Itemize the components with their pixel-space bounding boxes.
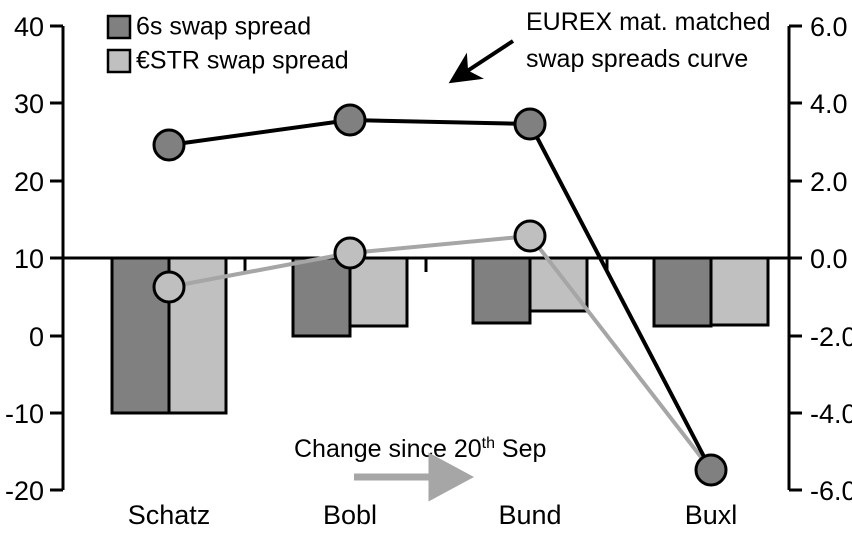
category-label-bobl: Bobl [323,500,377,530]
marker-black-buxl [694,453,728,487]
category-label-schatz: Schatz [128,500,211,530]
left-axis-label-20: 20 [14,167,44,197]
change-annotation-tail: Sep [495,435,546,463]
right-axis-label-2: 2.0 [810,167,848,197]
left-axis-label-neg10: -10 [5,399,44,429]
legend-swatch-estr [106,48,132,74]
right-axis-label-neg4: -4.0 [810,399,852,429]
right-axis-label-neg6: -6.0 [810,476,852,506]
legend-label-6s: 6s swap spread [136,13,311,41]
legend-label-estr: €STR swap spread [136,47,349,75]
chart-legend: 6s swap spread €STR swap spread [106,13,349,75]
change-annotation-text: Change since 20th Sep [294,435,546,463]
left-axis-label-10: 10 [14,244,44,274]
curve-annotation: EUREX mat. matched swap spreads curve [448,8,771,84]
line-series-black [168,117,713,471]
change-annotation-superscript: th [482,435,495,452]
curve-annotation-arrow-icon [448,39,515,84]
bar-buxl-6s [652,256,713,328]
right-axis-label-6: 6.0 [810,12,848,42]
marker-black-schatz [152,128,186,162]
marker-black-bobl [333,103,367,137]
left-axis-label-40: 40 [14,12,44,42]
right-axis-label-4: 4.0 [810,89,848,119]
left-axis-label-neg20: -20 [5,476,44,506]
category-label-buxl: Buxl [685,500,738,530]
right-axis-label-neg2: -2.0 [810,322,852,352]
curve-annotation-line2: swap spreads curve [526,45,748,73]
change-annotation: Change since 20th Sep [294,435,546,502]
category-label-bund: Bund [498,500,561,530]
left-axis-label-0: 0 [29,322,44,352]
change-annotation-main: Change since 20 [294,435,482,463]
marker-gray-schatz [152,270,186,304]
curve-annotation-line1: EUREX mat. matched [526,8,771,36]
legend-swatch-6s [106,14,132,40]
bar-bund-estr [528,256,589,313]
marker-gray-bund [513,219,547,253]
marker-black-bund [513,107,547,141]
bar-buxl-estr [709,256,770,327]
marker-gray-bobl [333,236,367,270]
bar-bobl-estr [348,256,409,328]
line-series-gray [168,233,713,472]
right-axis-label-0: 0.0 [810,244,848,274]
left-axis-label-30: 30 [14,89,44,119]
bar-bobl-6s [291,256,352,338]
bar-bund-6s [471,256,532,325]
